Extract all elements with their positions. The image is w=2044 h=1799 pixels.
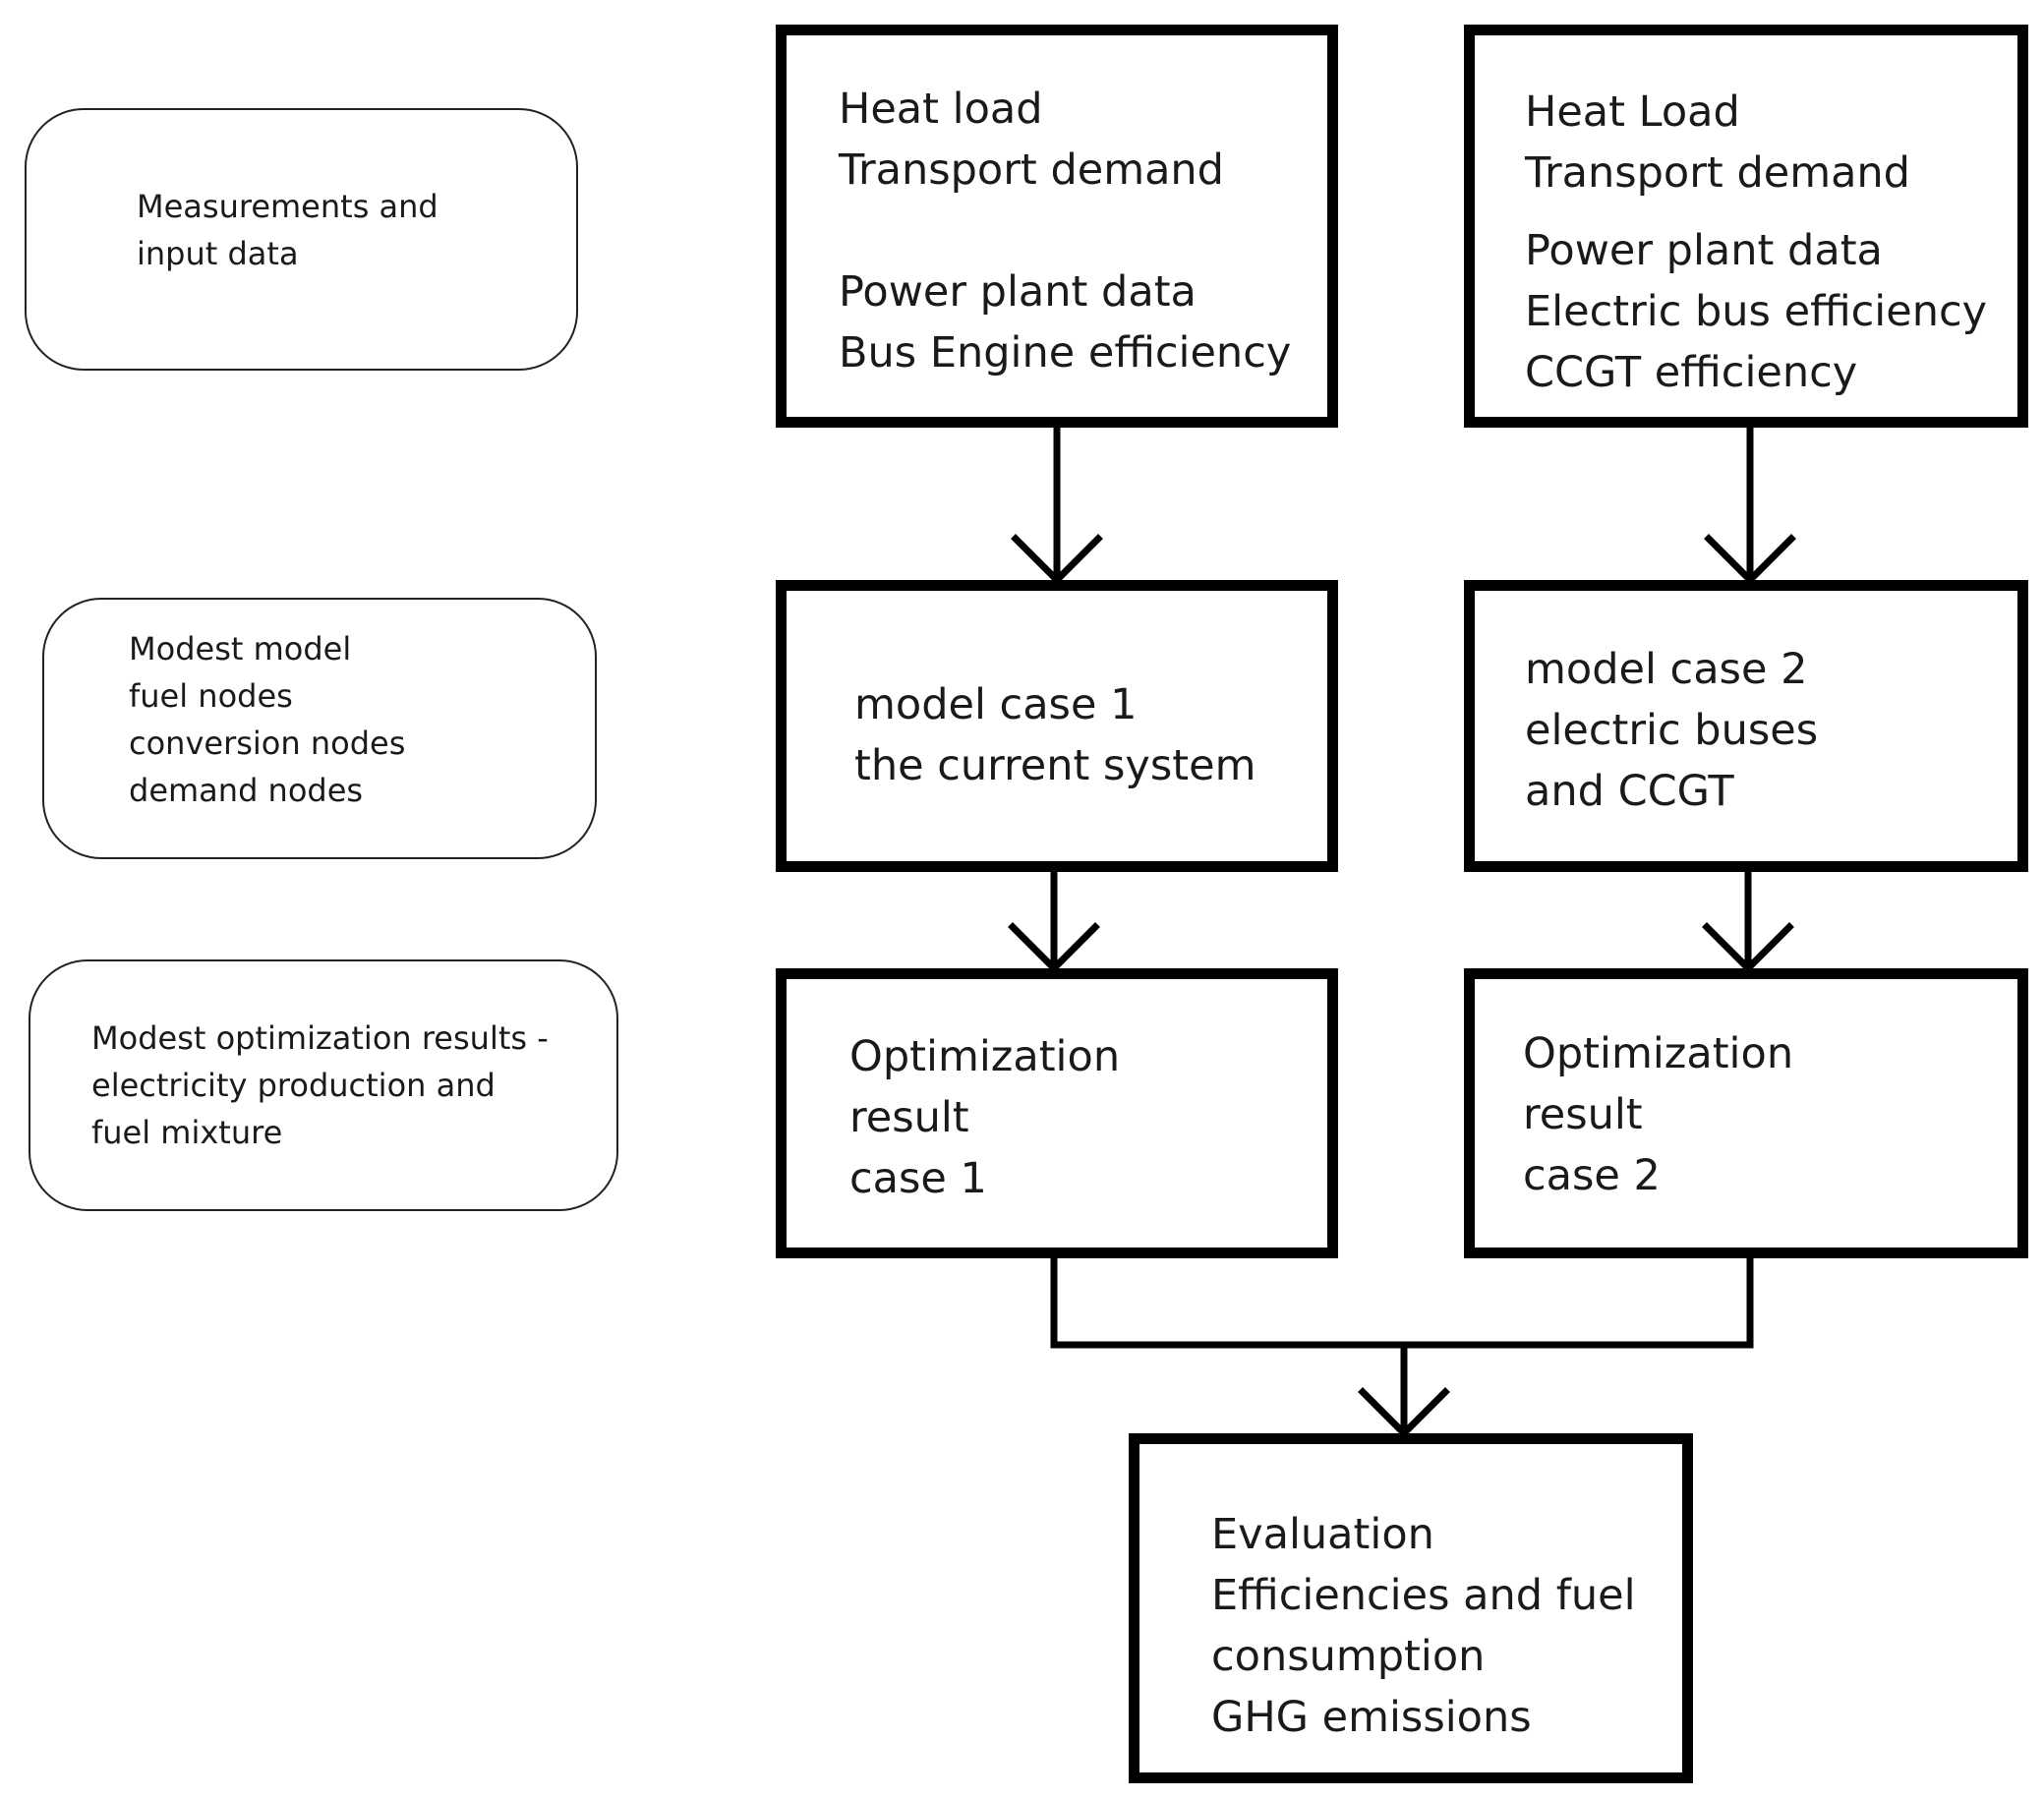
case2-model-line: electric buses [1525,706,1819,755]
evaluation-line: GHG emissions [1211,1693,1532,1742]
case1-model-line: the current system [854,741,1256,790]
label-optimization-results-line: electricity production and [91,1067,496,1104]
case1-model-line: model case 1 [854,680,1138,729]
label-measurements: Measurements and input data [25,108,578,371]
label-optimization-results: Modest optimization results - electricit… [29,959,618,1211]
case1-input-line: Bus Engine efficiency [839,328,1292,377]
case1-result-line: result [849,1093,969,1142]
case2-result-line: Optimization [1523,1029,1794,1078]
case2-input-line: Transport demand [1525,148,1910,198]
merge-connector [1050,1249,1754,1349]
case1-result-line: case 1 [849,1154,987,1203]
label-modest-model-line: Modest model [129,630,352,667]
case1-input-line: Heat load [839,85,1043,134]
evaluation-line: consumption [1211,1632,1486,1681]
label-modest-model-line: fuel nodes [129,677,293,715]
case1-result-line: Optimization [849,1032,1121,1081]
label-measurements-line: Measurements and [137,188,438,225]
case2-model-line: and CCGT [1525,767,1734,816]
case2-input-line: Heat Load [1525,87,1740,137]
label-optimization-results-line: Modest optimization results - [91,1019,549,1057]
case2-model-node: model case 2 electric buses and CCGT [1464,580,2028,872]
case1-result-node: Optimization result case 1 [776,968,1338,1258]
evaluation-node: Evaluation Efficiencies and fuel consump… [1129,1433,1693,1783]
case1-model-node: model case 1 the current system [776,580,1338,872]
label-measurements-line: input data [137,235,299,272]
case2-input-line: Power plant data [1525,226,1883,275]
case2-input-node: Heat Load Transport demand Power plant d… [1464,25,2028,428]
label-modest-model-line: conversion nodes [129,725,406,762]
label-modest-model: Modest model fuel nodes conversion nodes… [42,598,597,859]
case1-input-line: Power plant data [839,267,1197,317]
evaluation-line: Evaluation [1211,1510,1434,1559]
case1-input-node: Heat load Transport demand Power plant d… [776,25,1338,428]
case2-input-line: Electric bus efficiency [1525,287,1988,336]
case1-input-line: Transport demand [839,145,1224,195]
evaluation-line: Efficiencies and fuel [1211,1571,1636,1620]
case2-result-node: Optimization result case 2 [1464,968,2028,1258]
case2-input-line: CCGT efficiency [1525,348,1858,397]
label-optimization-results-line: fuel mixture [91,1114,283,1151]
case2-result-line: case 2 [1523,1151,1661,1200]
label-modest-model-line: demand nodes [129,772,364,809]
case2-model-line: model case 2 [1525,645,1808,694]
case2-result-line: result [1523,1090,1643,1139]
